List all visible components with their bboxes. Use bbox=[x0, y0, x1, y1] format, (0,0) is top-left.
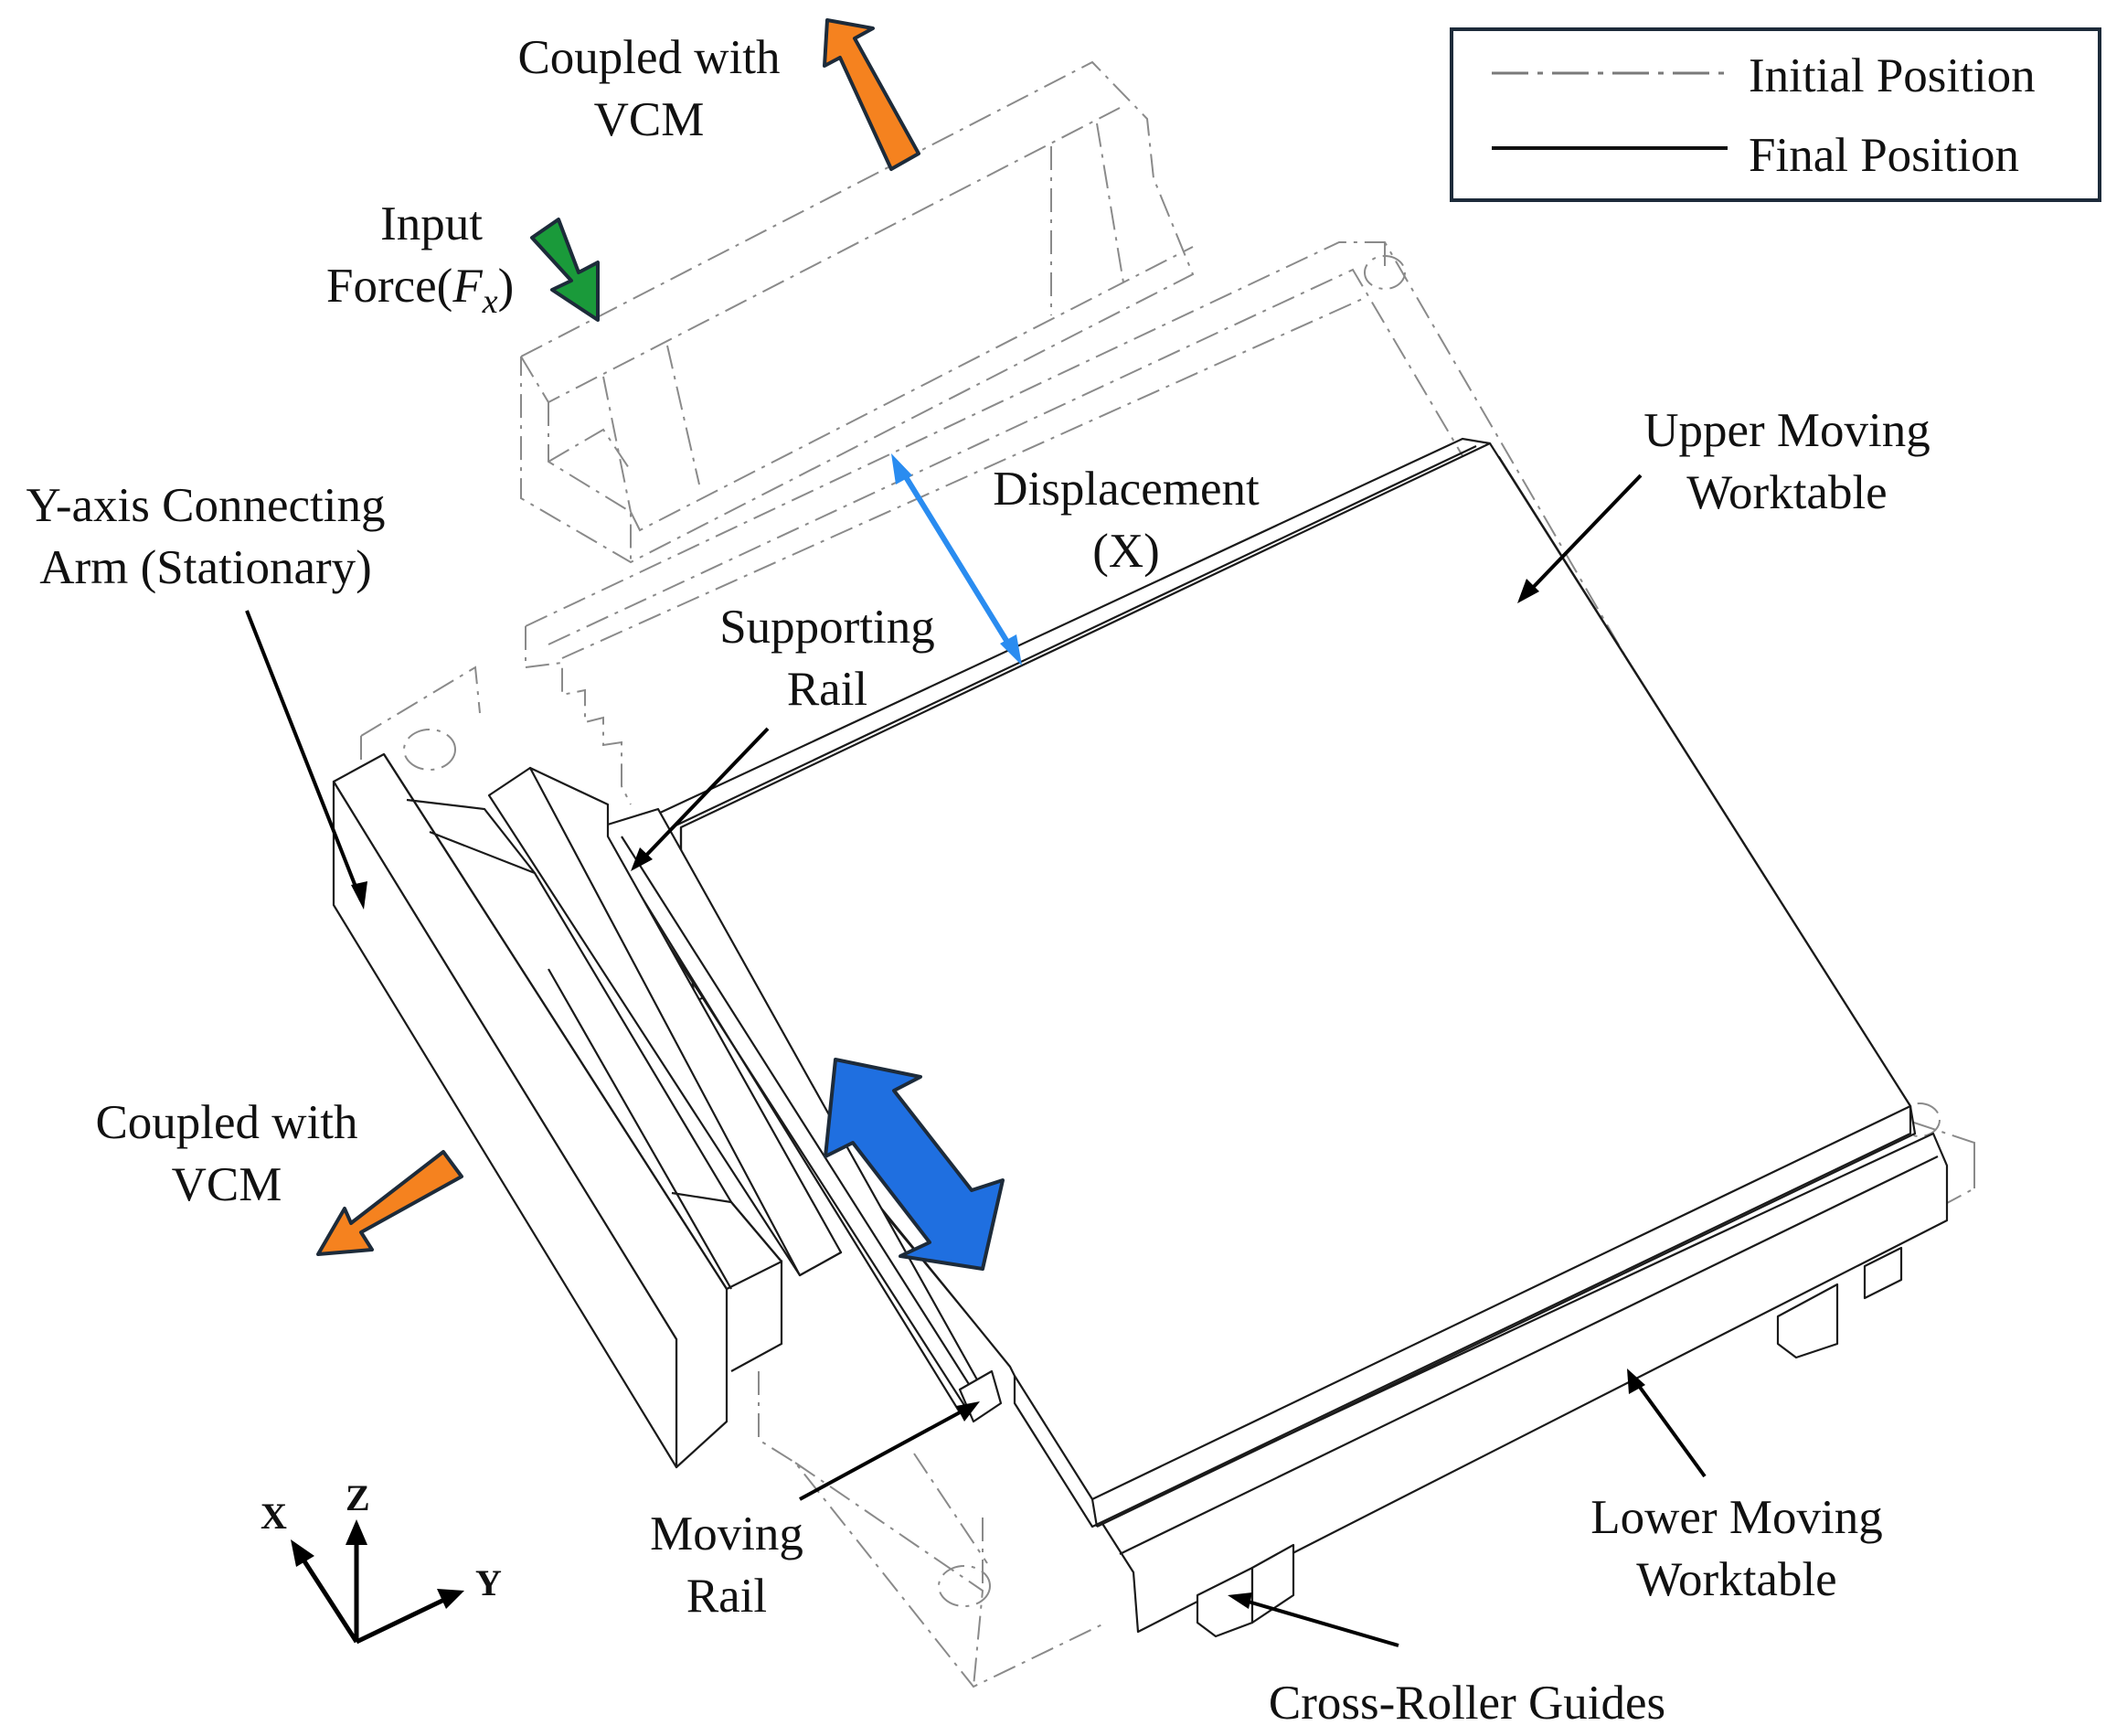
y-axis-arm-label-line1: Y-axis Connecting bbox=[26, 479, 385, 532]
orange-arrow-top bbox=[823, 18, 920, 171]
leader-supporting-rail bbox=[636, 727, 770, 866]
leader-moving-rail bbox=[799, 1404, 973, 1501]
upper-worktable-label-line1: Upper Moving bbox=[1643, 404, 1930, 457]
axis-z-label: Z bbox=[346, 1477, 370, 1518]
leader-lower-worktable bbox=[1630, 1374, 1707, 1478]
displacement-label-line2: (X) bbox=[1092, 525, 1160, 578]
input-force-subscript: x bbox=[482, 282, 498, 321]
lower-worktable-label-line1: Lower Moving bbox=[1590, 1491, 1882, 1544]
axis-x-label: X bbox=[261, 1496, 287, 1537]
leader-cross-roller-head bbox=[1228, 1592, 1252, 1609]
legend: Initial Position Final Position bbox=[1450, 27, 2101, 202]
blue-double-arrow bbox=[824, 1058, 1005, 1271]
supporting-rail-label-line1: Supporting bbox=[719, 601, 935, 654]
coupled-left-label-line1: Coupled with bbox=[95, 1096, 357, 1149]
leader-y-axis-arm-head bbox=[351, 881, 367, 910]
input-force-symbol: F bbox=[452, 260, 483, 313]
y-axis-arm bbox=[332, 752, 843, 1469]
coupled-top-label-line2: VCM bbox=[594, 93, 705, 146]
leader-supporting-rail-head bbox=[631, 847, 653, 871]
input-force-suffix: ) bbox=[498, 260, 515, 313]
leader-lower-worktable-head bbox=[1627, 1369, 1645, 1394]
moving-rail-label-line1: Moving bbox=[650, 1507, 803, 1560]
axis-triad: X Z Y bbox=[261, 1477, 502, 1645]
y-axis-arm-label-line2: Arm (Stationary) bbox=[39, 541, 372, 594]
lower-moving-worktable bbox=[1100, 1132, 1949, 1638]
leader-upper-worktable-head bbox=[1517, 579, 1539, 603]
displacement-arrow bbox=[891, 453, 1022, 666]
legend-box bbox=[1450, 27, 2101, 202]
orange-arrow-left bbox=[316, 1150, 463, 1256]
legend-final-label: Final Position bbox=[1749, 129, 2019, 182]
input-force-label-line1: Input bbox=[380, 197, 483, 250]
lower-worktable-label-line2: Worktable bbox=[1636, 1553, 1836, 1606]
leader-moving-rail-head bbox=[956, 1401, 980, 1422]
supporting-rail-label-line2: Rail bbox=[787, 663, 867, 716]
displacement-label-line1: Displacement bbox=[993, 463, 1260, 516]
cross-roller-label: Cross-Roller Guides bbox=[1269, 1677, 1665, 1730]
green-input-arrow bbox=[530, 218, 600, 322]
leader-upper-worktable bbox=[1525, 474, 1643, 596]
leader-cross-roller bbox=[1235, 1596, 1399, 1647]
coupled-top-label-line1: Coupled with bbox=[517, 31, 780, 84]
axis-y-label: Y bbox=[475, 1562, 502, 1603]
input-force-prefix: Force( bbox=[326, 260, 452, 313]
legend-initial-label: Initial Position bbox=[1749, 49, 2036, 102]
final-position-geometry bbox=[332, 437, 1949, 1638]
leader-y-axis-arm bbox=[245, 610, 363, 901]
input-force-label-line2: Force(Fx) bbox=[326, 260, 514, 321]
upper-worktable-label-line2: Worktable bbox=[1686, 466, 1887, 519]
moving-rail-label-line2: Rail bbox=[686, 1570, 767, 1623]
coupled-left-label-line2: VCM bbox=[172, 1158, 282, 1211]
